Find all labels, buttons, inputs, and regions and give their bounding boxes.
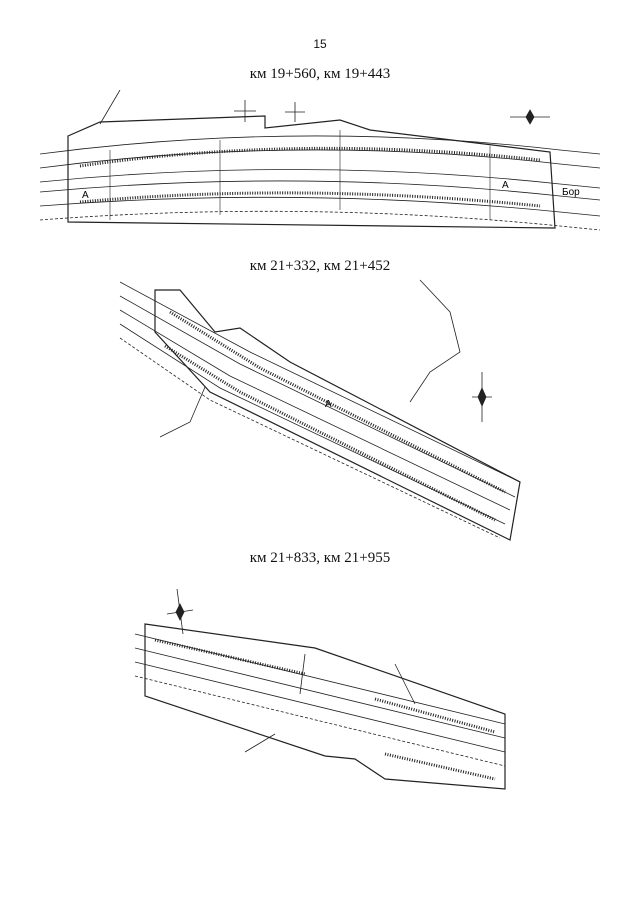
figure-1-place-label: Бор [562,187,580,198]
compass-icon [510,109,550,125]
figure-1-caption: км 19+560, км 19+443 [249,66,391,82]
figure-3-caption: км 21+833, км 21+955 [249,550,391,566]
figure-2-road-plan: А [119,279,521,541]
figure-1-section-label-right: А [502,180,509,191]
figure-1-section-label-left: А [82,190,89,201]
figure-2-caption: км 21+332, км 21+452 [249,258,391,274]
compass-icon [166,588,194,635]
figure-1-road-plan: А А Бор [40,90,600,231]
figure-2-section-label: А [325,399,332,410]
compass-icon [472,372,492,422]
figure-3-road-plan [134,588,506,790]
page-number: 15 [313,37,327,51]
